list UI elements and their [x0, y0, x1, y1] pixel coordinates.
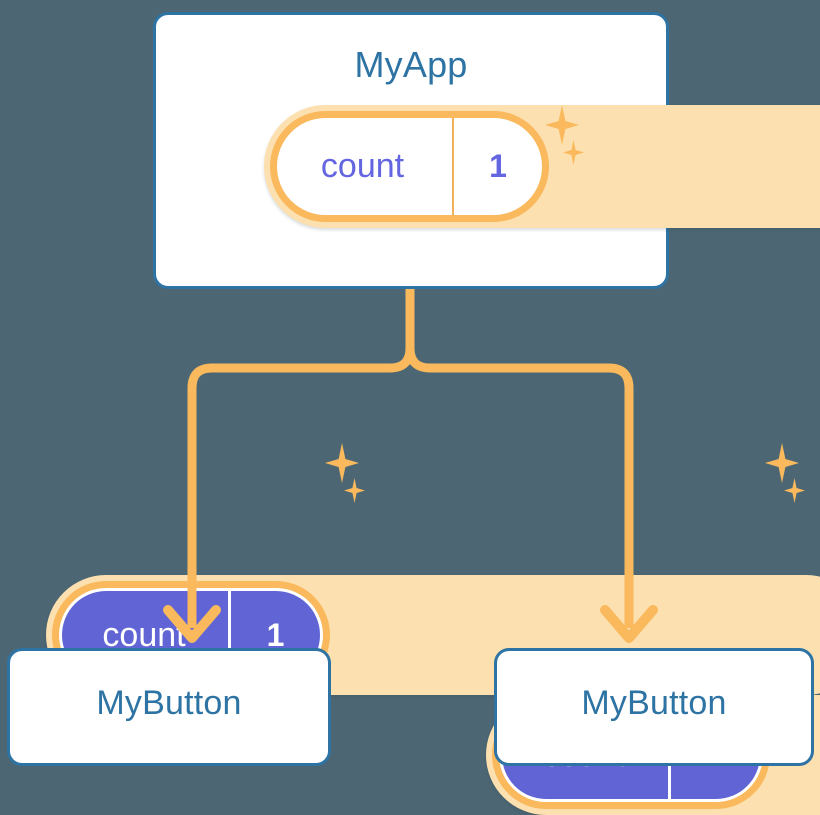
- button-card-right: MyButton: [494, 648, 814, 766]
- button-card-left: MyButton: [7, 648, 331, 766]
- diagram-canvas: MyApp count 1 count 1 MyButton count 1: [7, 12, 820, 815]
- button-card-left-title: MyButton: [96, 684, 242, 722]
- branch-line-right: [405, 284, 634, 465]
- app-state-pill-inner: count 1: [270, 111, 549, 222]
- button-card-right-title: MyButton: [581, 684, 727, 722]
- app-state-pill-value: 1: [452, 118, 542, 215]
- child-state-pill-left-value: 1: [228, 591, 320, 679]
- app-state-pill-key: count: [320, 147, 405, 185]
- branch-line-left: [187, 284, 415, 465]
- app-state-pill: count 1: [264, 105, 820, 228]
- connector-layer: [187, 284, 634, 575]
- app-card-title: MyApp: [354, 44, 468, 85]
